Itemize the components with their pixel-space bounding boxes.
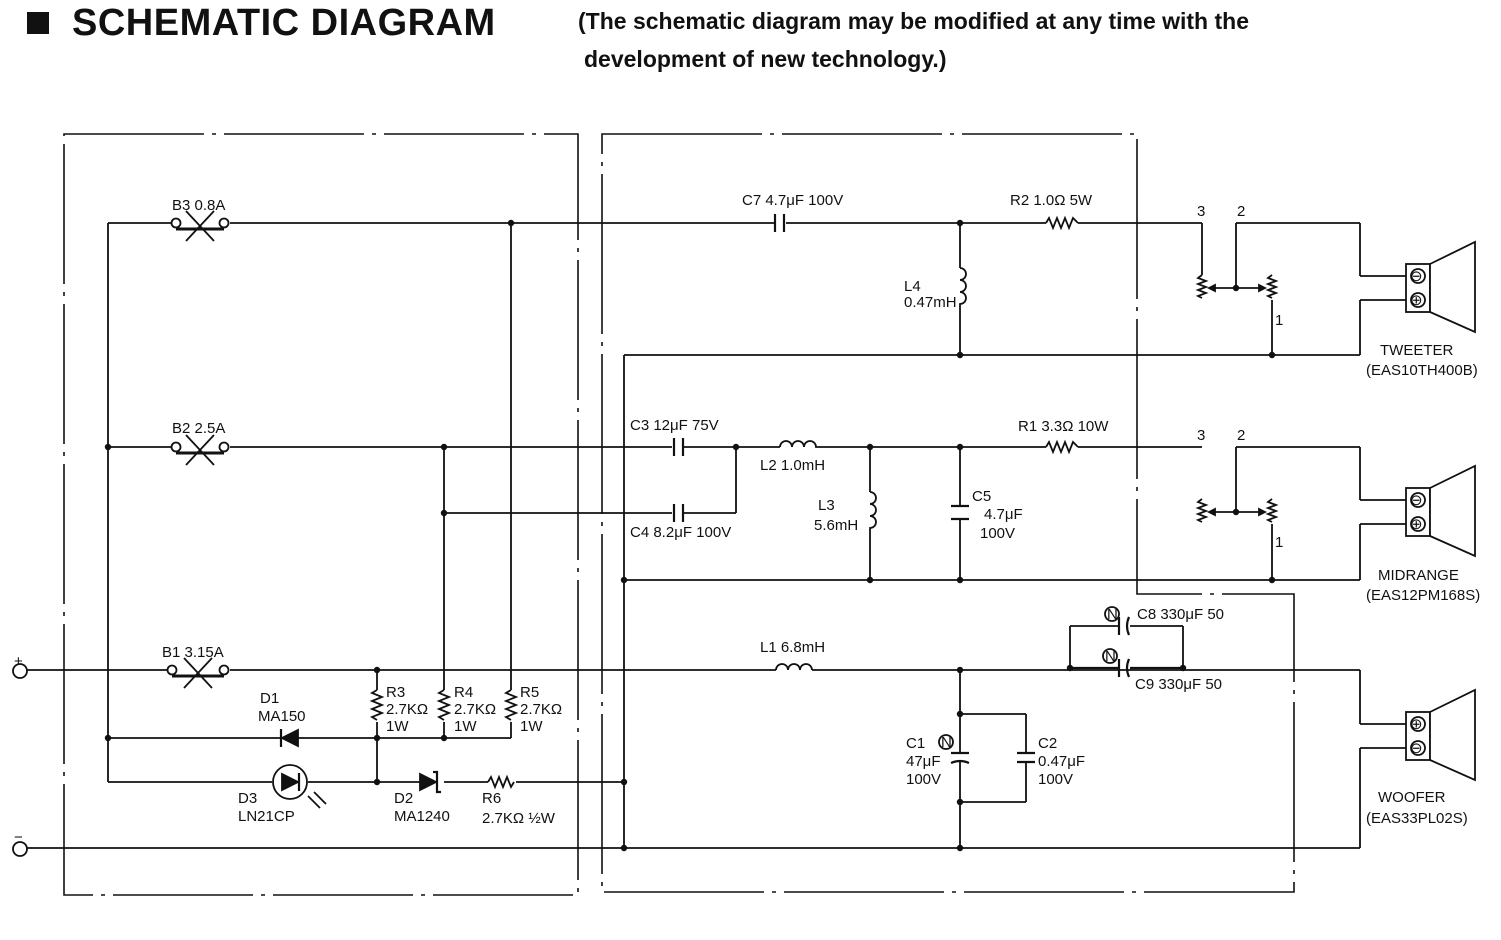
c2-label: C2 <box>1038 735 1057 752</box>
header-note-line2: development of new technology.) <box>584 46 947 72</box>
woofer-model: (EAS33PL02S) <box>1366 810 1468 827</box>
b1-label: B1 3.15A <box>162 644 224 661</box>
l1-label: L1 6.8mH <box>760 639 825 656</box>
tweeter-label: TWEETER <box>1380 342 1453 359</box>
r6-value: 2.7KΩ ½W <box>482 810 556 827</box>
d2-label: D2 <box>394 790 413 807</box>
midrange-speaker-icon <box>1405 464 1476 558</box>
c7-label: C7 4.7μF 100V <box>742 192 843 209</box>
c1-n-mark: N <box>941 734 952 751</box>
r5-value: 2.7KΩ <box>520 701 562 718</box>
page-title: SCHEMATIC DIAGRAM <box>72 2 496 44</box>
resistor-symbols <box>369 215 1079 790</box>
d2-part: MA1240 <box>394 808 450 825</box>
tweeter-pin2: 2 <box>1237 203 1245 220</box>
plus-terminal-label: + <box>14 653 23 670</box>
tweeter-pin1: 1 <box>1275 312 1283 329</box>
c8-n-mark: N <box>1107 606 1118 623</box>
tweeter-plus-terminal: ⊕ <box>1410 292 1423 309</box>
enclosure-boxes <box>63 133 1295 896</box>
header-note-line1: (The schematic diagram may be modified a… <box>578 8 1249 34</box>
attenuator-symbols <box>1195 274 1279 523</box>
d1-label: D1 <box>260 690 279 707</box>
midrange-plus-terminal: ⊕ <box>1410 516 1423 533</box>
r5-label: R5 <box>520 684 539 701</box>
r4-value: 2.7KΩ <box>454 701 496 718</box>
c4-label: C4 8.2μF 100V <box>630 524 731 541</box>
d1-part: MA150 <box>258 708 306 725</box>
d3-part: LN21CP <box>238 808 295 825</box>
wires <box>27 222 1406 849</box>
c3-label: C3 12μF 75V <box>630 417 719 434</box>
midrange-pin3: 3 <box>1197 427 1205 444</box>
c8-label: C8 330μF 50 <box>1137 606 1224 623</box>
r3-power: 1W <box>386 718 409 735</box>
labels: + − B3 0.8A B2 2.5A B1 3.15A C7 4.7μF 10… <box>14 192 1480 846</box>
midrange-label: MIDRANGE <box>1378 567 1459 584</box>
r3-value: 2.7KΩ <box>386 701 428 718</box>
header-bullet <box>27 12 49 34</box>
capacitor-symbols <box>672 214 1183 765</box>
midrange-model: (EAS12PM168S) <box>1366 587 1480 604</box>
inductor-symbols <box>775 267 967 671</box>
l3-value: 5.6mH <box>814 517 858 534</box>
tweeter-minus-terminal: ⊖ <box>1410 268 1423 285</box>
r5-power: 1W <box>520 718 543 735</box>
c9-label: C9 330μF 50 <box>1135 676 1222 693</box>
c9-n-mark: N <box>1105 648 1116 665</box>
midrange-minus-terminal: ⊖ <box>1410 492 1423 509</box>
breaker-symbols <box>166 210 230 689</box>
c1-voltage: 100V <box>906 771 941 788</box>
r1-label: R1 3.3Ω 10W <box>1018 418 1109 435</box>
b2-label: B2 2.5A <box>172 420 225 437</box>
midrange-pin1: 1 <box>1275 534 1283 551</box>
r4-label: R4 <box>454 684 473 701</box>
tweeter-speaker-icon <box>1405 240 1476 334</box>
header-note: (The schematic diagram may be modified a… <box>578 2 1378 78</box>
c5-value: 4.7μF <box>984 506 1023 523</box>
diode-symbols <box>272 728 441 809</box>
input-terminals <box>12 663 28 857</box>
c5-label: C5 <box>972 488 991 505</box>
d3-label: D3 <box>238 790 257 807</box>
r6-label: R6 <box>482 790 501 807</box>
r2-label: R2 1.0Ω 5W <box>1010 192 1093 209</box>
l4-label: L4 <box>904 278 921 295</box>
woofer-label: WOOFER <box>1378 789 1446 806</box>
l3-label: L3 <box>818 497 835 514</box>
c1-value: 47μF <box>906 753 941 770</box>
r4-power: 1W <box>454 718 477 735</box>
c2-voltage: 100V <box>1038 771 1073 788</box>
c2-value: 0.47μF <box>1038 753 1085 770</box>
r3-label: R3 <box>386 684 405 701</box>
woofer-speaker-icon <box>1405 688 1476 782</box>
nonpolar-markers <box>938 606 1120 750</box>
minus-terminal-label: − <box>14 829 23 846</box>
woofer-plus-terminal: ⊕ <box>1410 716 1423 733</box>
tweeter-model: (EAS10TH400B) <box>1366 362 1478 379</box>
c5-voltage: 100V <box>980 525 1015 542</box>
c1-label: C1 <box>906 735 925 752</box>
speaker-terminal-circles <box>1410 268 1426 756</box>
junction-dots <box>104 219 1276 852</box>
midrange-pin2: 2 <box>1237 427 1245 444</box>
woofer-minus-terminal: ⊖ <box>1410 740 1423 757</box>
tweeter-pin3: 3 <box>1197 203 1205 220</box>
l4-value: 0.47mH <box>904 294 957 311</box>
b3-label: B3 0.8A <box>172 197 225 214</box>
l2-label: L2 1.0mH <box>760 457 825 474</box>
